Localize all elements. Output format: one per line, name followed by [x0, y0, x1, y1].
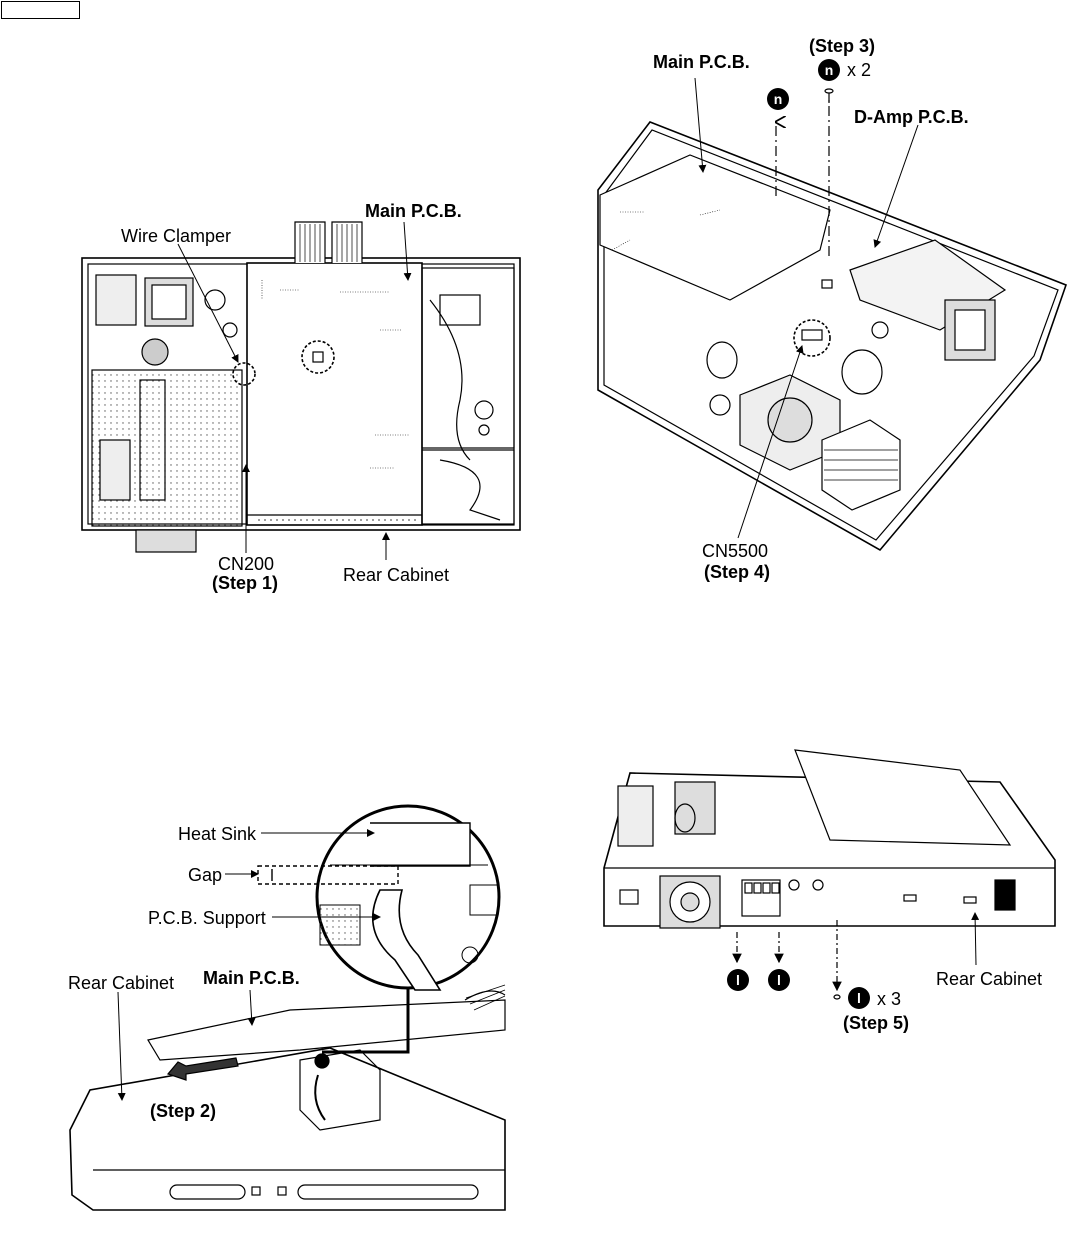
fig4-screw-count-label: x 3 [877, 989, 902, 1009]
fig1-main-pcb-label: Main P.C.B. [365, 201, 462, 221]
fig4-screw-l-icon-2: l [768, 969, 790, 991]
fig4-rear-cabinet-label: Rear Cabinet [936, 969, 1043, 989]
fig1-rear-cabinet-label: Rear Cabinet [343, 565, 450, 585]
fig3-rear-cabinet-label: Rear Cabinet [68, 973, 175, 993]
fig1-cn200-label: CN200 [218, 554, 275, 574]
fig2-chassis-isometric [597, 121, 1068, 552]
fig2-screw-count-label: x 2 [847, 60, 872, 80]
fig3-heat-sink-label: Heat Sink [178, 824, 257, 844]
fig3-leader-lines [117, 829, 381, 1101]
fig3-main-pcb-label: Main P.C.B. [203, 968, 300, 988]
fig4-screw-l-icon-3: l [848, 987, 870, 1009]
fig2-step3-label: (Step 3) [809, 36, 876, 56]
fig2-screw-n-icon: n [818, 59, 840, 81]
fig1-wire-clamper-label: Wire Clamper [121, 226, 232, 246]
fig1-leader-lines [177, 221, 412, 560]
fig2-leader-lines [694, 77, 919, 539]
fig2-damp-pcb-label: D-Amp P.C.B. [854, 107, 969, 127]
fig2-cn5500-label: CN5500 [702, 541, 769, 561]
fig3-gap-label: Gap [188, 865, 223, 885]
fig2-removal-lines [776, 88, 834, 256]
fig2-step4-label: (Step 4) [704, 562, 771, 582]
fig1-chassis-top-view [81, 221, 521, 553]
fig4-leader-lines [971, 912, 980, 966]
fig3-gap-marker [257, 865, 399, 885]
fig3-chassis-view [69, 984, 506, 1211]
fig4-chassis-rear [603, 749, 1056, 929]
fig2-main-pcb-label: Main P.C.B. [653, 52, 750, 72]
fig3-step2-label: (Step 2) [150, 1101, 217, 1121]
fig1-step1-label: (Step 1) [212, 573, 279, 593]
page-corner-box [1, 1, 80, 19]
fig3-zoom-circle [315, 804, 501, 1054]
fig4-screw-l-icon-1: l [727, 969, 749, 991]
fig3-pcb-support-label: P.C.B. Support [148, 908, 266, 928]
fig4-step5-label: (Step 5) [843, 1013, 910, 1033]
fig4-removal-lines [732, 920, 842, 1000]
fig2-screw-n-single-icon: n [767, 88, 789, 110]
